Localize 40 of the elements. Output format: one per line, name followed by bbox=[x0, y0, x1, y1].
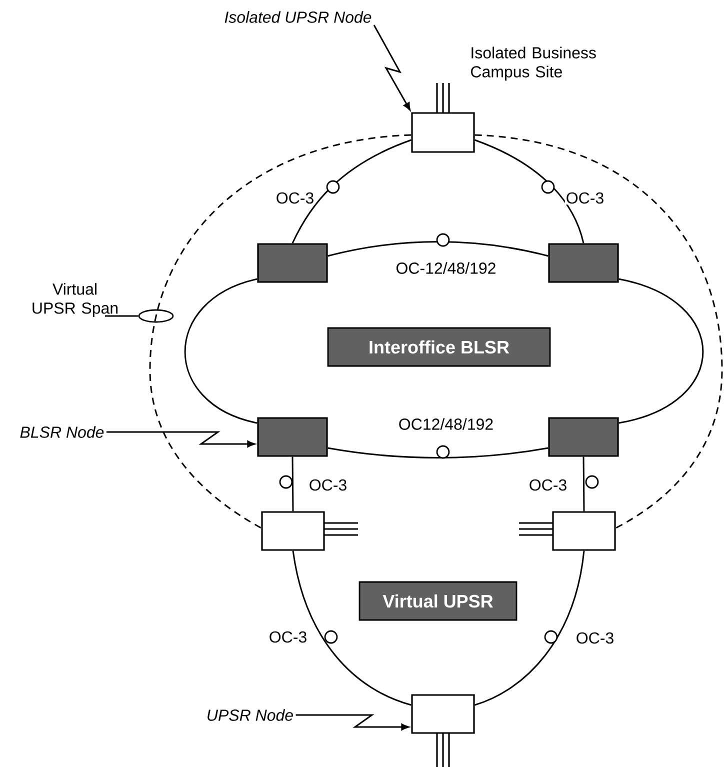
node-box bbox=[257, 243, 328, 283]
ring-link bbox=[292, 456, 294, 512]
node-box bbox=[411, 112, 475, 153]
edge-label: OC-3 bbox=[566, 192, 604, 204]
edge-label: OC-3 bbox=[576, 632, 614, 644]
span-marker bbox=[138, 309, 174, 323]
node-box bbox=[261, 511, 325, 551]
dashed-span bbox=[474, 134, 723, 529]
ring-link bbox=[328, 447, 548, 458]
leader-line bbox=[106, 431, 256, 448]
ring-link bbox=[292, 139, 412, 244]
node-box bbox=[552, 511, 616, 551]
callout-text: Isolated UPSR Node bbox=[224, 11, 372, 23]
edge-label: OC-12/48/192 bbox=[396, 262, 496, 274]
edge-label: OC-3 bbox=[530, 479, 566, 491]
leader-line bbox=[105, 315, 138, 317]
node-box bbox=[257, 417, 328, 457]
ring-link bbox=[582, 456, 585, 512]
ring-label: Interoffice BLSR bbox=[327, 327, 551, 367]
dashed-span bbox=[149, 134, 412, 529]
ring-link bbox=[328, 241, 548, 257]
node-box bbox=[548, 243, 619, 283]
ring-link bbox=[292, 550, 412, 706]
edge-label: OC-3 bbox=[310, 479, 346, 491]
ring-link bbox=[618, 278, 704, 424]
edge-label: OC12/48/192 bbox=[399, 418, 493, 430]
ring-link bbox=[474, 550, 585, 706]
edge-label: OC-3 bbox=[276, 192, 314, 204]
leader-line bbox=[373, 24, 411, 110]
callout-text: UPSR Node bbox=[208, 709, 293, 721]
callout-text: BLSR Node bbox=[20, 426, 104, 438]
leader-line bbox=[296, 714, 410, 730]
ring-link bbox=[474, 139, 584, 244]
ring-link bbox=[184, 278, 258, 424]
site-label: Isolated Business Campus Site bbox=[471, 46, 596, 81]
edge-label: OC-3 bbox=[270, 631, 306, 643]
node-box bbox=[411, 694, 475, 734]
ring-label: Virtual UPSR bbox=[358, 581, 518, 621]
node-box bbox=[548, 417, 619, 457]
callout-text: Virtual UPSR Span bbox=[32, 283, 118, 317]
